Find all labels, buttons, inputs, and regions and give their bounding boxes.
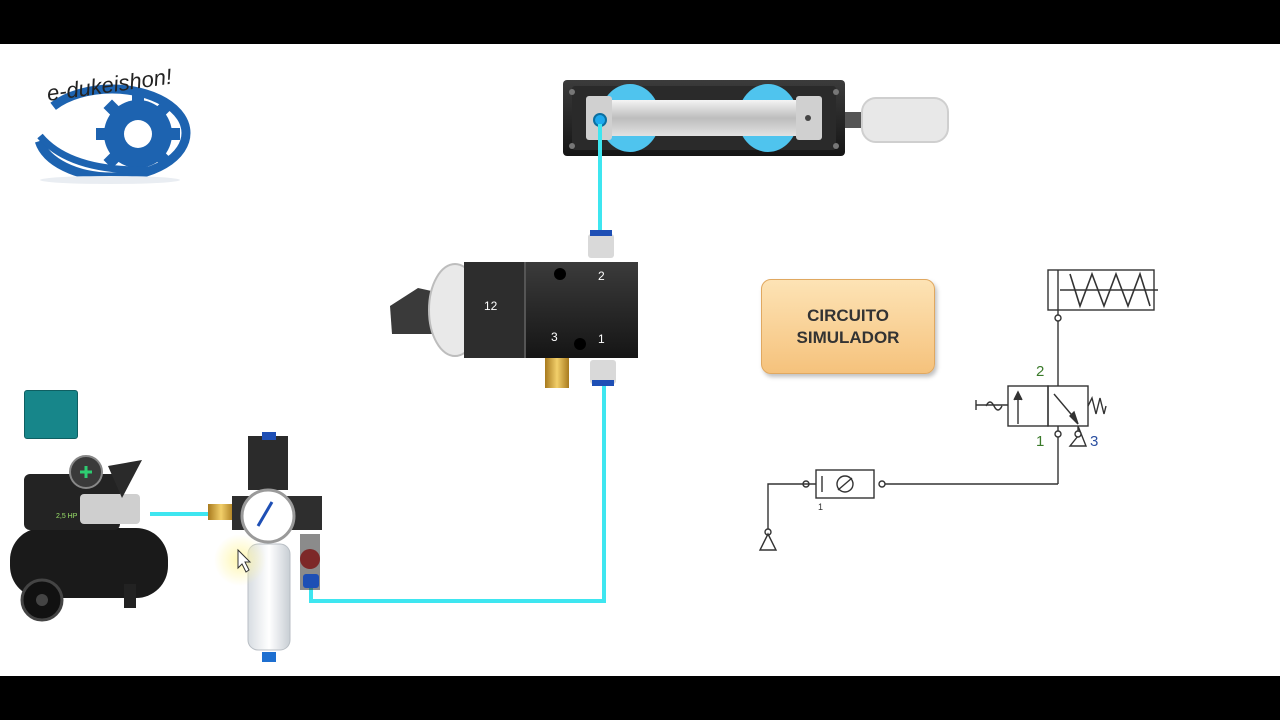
logo: e-dukeishon! (33, 64, 191, 184)
schematic-3-2-valve (975, 385, 1107, 484)
air-lines (150, 124, 606, 603)
valve-port-12: 12 (484, 299, 498, 313)
valve-port-3: 3 (551, 330, 558, 344)
schematic-shuttle-check-valve (815, 469, 875, 499)
schematic-port-2: 2 (1036, 363, 1044, 380)
pointer-cursor-icon (214, 534, 266, 586)
simulator-label-line2: SIMULADOR (796, 327, 900, 347)
gear-icon (33, 84, 191, 184)
circuit-simulator-button[interactable]: CIRCUITO SIMULADOR (761, 279, 935, 374)
simulation-canvas: e-dukeishon! 12 2 (0, 44, 1280, 676)
air-compressor: 2,5 HP (10, 455, 168, 622)
manual-3-2-valve: 12 2 3 1 (390, 230, 638, 388)
circuit-simulator-label: CIRCUITO SIMULADOR (797, 305, 900, 349)
pneumatic-schematic (758, 269, 1158, 551)
valve-port-1: 1 (598, 332, 605, 346)
filter-regulator-unit (208, 432, 322, 662)
simulator-label-line1: CIRCUITO (807, 305, 889, 325)
valve-port-2: 2 (598, 269, 605, 283)
pneumatic-scene: e-dukeishon! 12 2 (10, 64, 1158, 662)
double-acting-cylinder (563, 80, 949, 156)
schematic-port-1: 1 (1036, 433, 1044, 450)
compressor-toggle-button[interactable] (24, 390, 78, 439)
air-line-frl-to-valve (309, 382, 606, 603)
schematic-port-3: 3 (1090, 433, 1098, 450)
schematic-spring-cylinder (1047, 269, 1158, 311)
compressor-badge: 2,5 HP (56, 513, 78, 520)
schematic-port-1-small: 1 (818, 502, 823, 512)
